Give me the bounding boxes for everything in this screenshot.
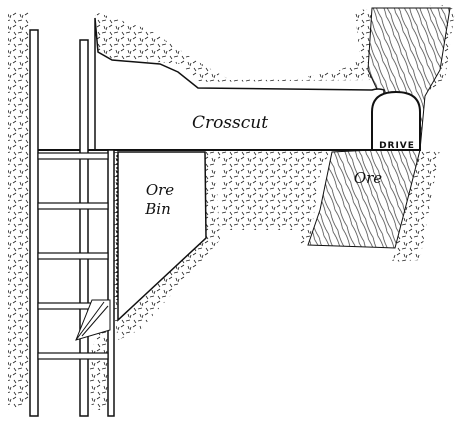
crosscut-label: Crosscut: [192, 113, 268, 133]
rock-lower-right: [200, 150, 330, 245]
center-post: [80, 40, 88, 416]
ladder-rung: [38, 153, 108, 159]
ore-bin-label-line1: Ore: [146, 181, 174, 199]
left-post: [30, 30, 38, 416]
ore-bin-label-line2: Bin: [144, 200, 170, 218]
rock-middle: [88, 150, 120, 410]
ore-label: Ore: [354, 169, 382, 187]
right-post: [108, 150, 114, 416]
ladder-rung: [38, 353, 108, 359]
ladder-rung: [38, 253, 108, 259]
ladder-rung: [38, 203, 108, 209]
drive-label: DRIVE: [379, 141, 415, 151]
